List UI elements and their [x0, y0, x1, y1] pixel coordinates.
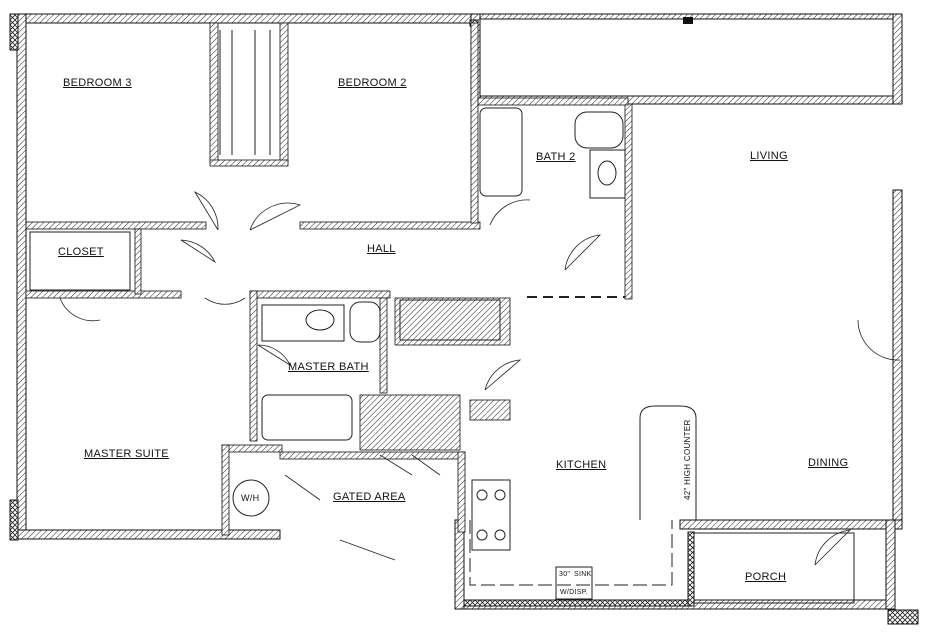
interior-walls: [25, 22, 633, 536]
room-label-porch: PORCH: [745, 571, 787, 583]
kitchen-sink: [555, 566, 593, 600]
room-label-closet: CLOSET: [58, 246, 104, 258]
linen-shelves: [399, 299, 501, 341]
doors: [59, 191, 901, 566]
closet-shelf: [29, 231, 131, 291]
beam-marker: [683, 17, 693, 24]
high-counter: [639, 405, 697, 520]
bathtub-bath2: [479, 107, 523, 197]
fixtures: [29, 30, 855, 604]
room-label-dining: DINING: [808, 457, 849, 469]
room-label-gated-area: GATED AREA: [333, 491, 406, 503]
room-label-bath2: BATH 2: [536, 151, 576, 163]
toilet-master: [349, 301, 381, 343]
sink-bath2: [597, 160, 617, 186]
disposal-label: W/DISP.: [560, 589, 589, 596]
sink-label: SINK: [574, 571, 592, 578]
counter-note: 42" HIGH COUNTER: [683, 419, 692, 500]
room-label-master-suite: MASTER SUITE: [84, 448, 169, 460]
room-label-hall: HALL: [367, 243, 396, 255]
vanity-bath2: [589, 149, 626, 199]
bathtub-master: [261, 394, 353, 441]
room-label-bedroom2: BEDROOM 2: [338, 77, 407, 89]
water-heater: [232, 479, 270, 517]
room-label-kitchen: KITCHEN: [556, 459, 607, 471]
crosshatch-walls: [9, 13, 919, 625]
sink-master: [305, 309, 335, 331]
water-heater-label: W/H: [241, 493, 260, 503]
range: [471, 479, 511, 551]
room-label-master-bath: MASTER BATH: [288, 361, 369, 373]
toilet-bath2: [574, 111, 624, 149]
room-label-living: LIVING: [750, 150, 788, 162]
sink-size-label: 30": [559, 571, 571, 578]
vanity-master: [261, 304, 345, 342]
room-label-bedroom3: BEDROOM 3: [63, 77, 132, 89]
